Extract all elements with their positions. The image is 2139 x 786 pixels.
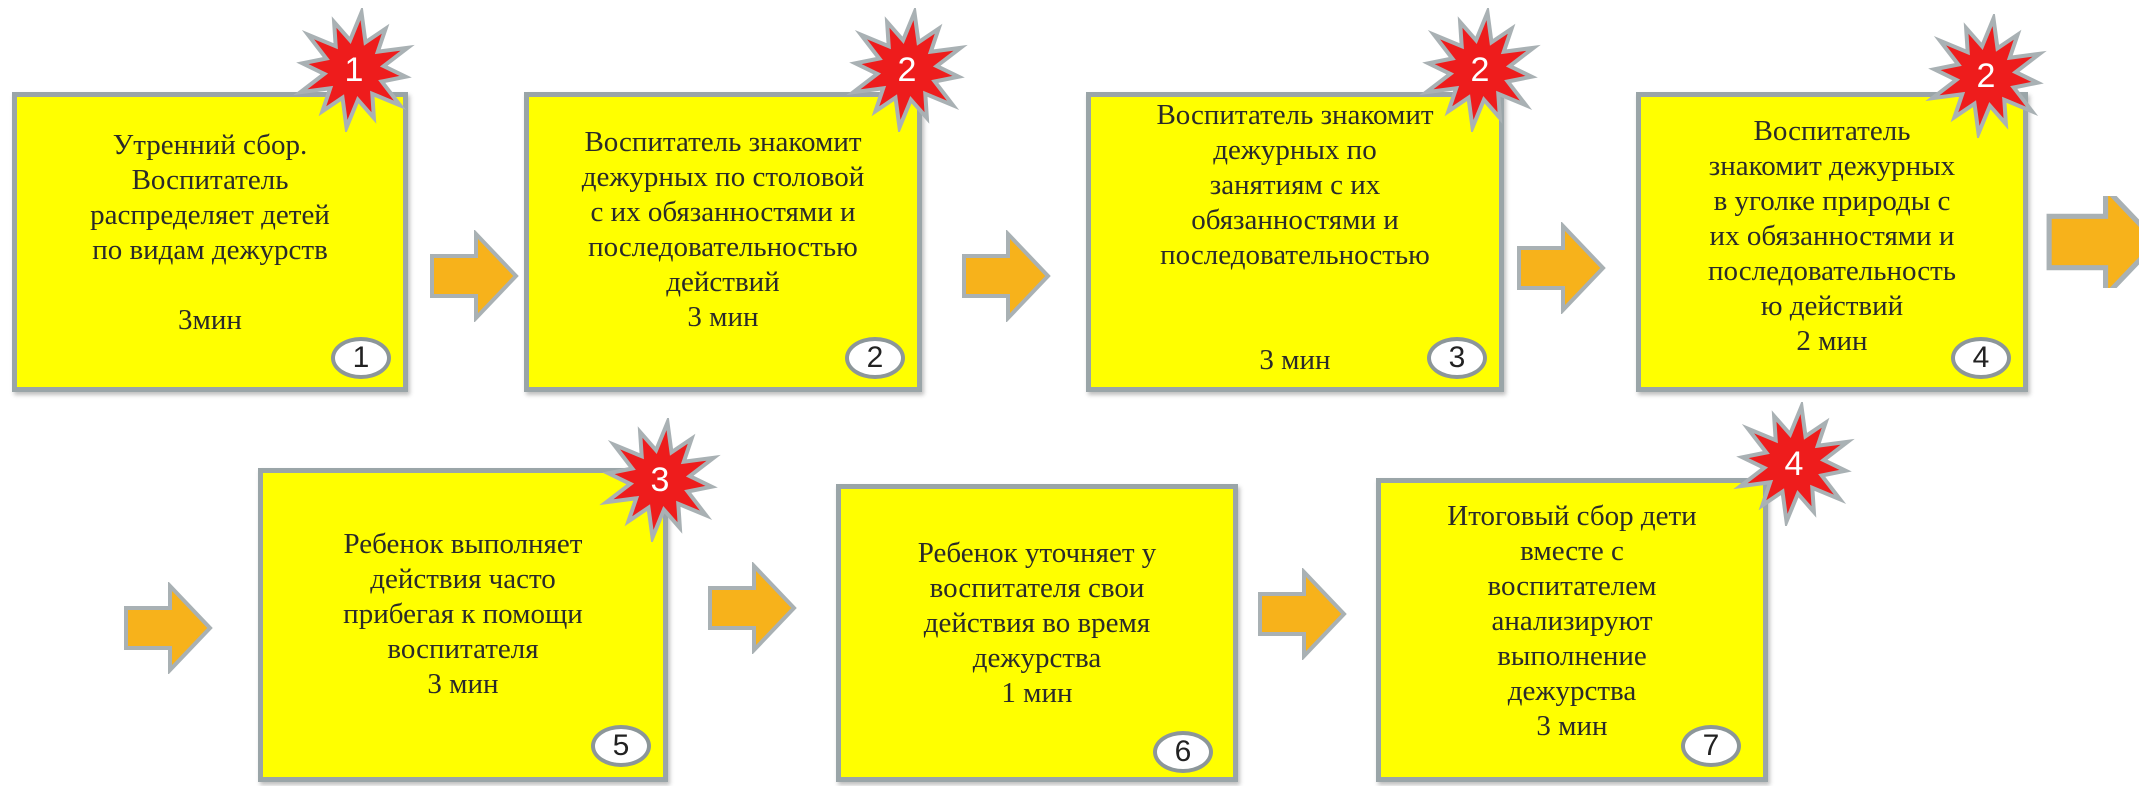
flow-arrow-5 (122, 582, 214, 674)
step-box-1: Утренний сбор. Воспитатель распределяет … (12, 92, 408, 392)
step-number-badge-7: 7 (1681, 725, 1741, 767)
step-number-badge-3: 3 (1427, 337, 1487, 379)
arrow-right-icon (962, 230, 1051, 322)
arrow-right-icon (124, 582, 213, 674)
step-number-badge-5: 5 (591, 725, 651, 767)
step-text-7: Итоговый сбор дети вместе с воспитателем… (1447, 499, 1697, 742)
flow-arrow-2 (960, 230, 1052, 322)
step-box-6: Ребенок уточняет у воспитателя свои дейс… (836, 484, 1238, 782)
arrow-right-icon (708, 562, 797, 654)
arrow-right-icon (1258, 568, 1347, 660)
priority-label-1: 1 (344, 50, 364, 89)
arrow-right-icon (2046, 196, 2139, 288)
step-text-4: Воспитатель знакомит дежурных в уголке п… (1707, 114, 1956, 357)
starburst-icon (1419, 8, 1541, 132)
step-box-2: Воспитатель знакомит дежурных по столово… (524, 92, 922, 392)
step-box-4: Воспитатель знакомит дежурных в уголке п… (1636, 92, 2028, 392)
starburst-icon (1733, 402, 1855, 526)
arrow-right-icon (1517, 222, 1606, 314)
arrow-right-icon (430, 230, 519, 322)
step-number-badge-4: 4 (1951, 337, 2011, 379)
starburst-icon (599, 418, 721, 542)
flow-arrow-4 (2044, 196, 2139, 288)
step-number-badge-6: 6 (1153, 731, 1213, 773)
priority-burst-1: 1 (292, 8, 416, 132)
starburst-icon (1925, 14, 2047, 138)
priority-burst-5: 3 (598, 418, 722, 542)
priority-burst-4: 2 (1924, 14, 2048, 138)
flow-arrow-7 (1256, 568, 1348, 660)
step-text-2: Воспитатель знакомит дежурных по столово… (581, 126, 865, 333)
starburst-icon (846, 8, 968, 132)
priority-label-5: 3 (650, 460, 670, 499)
priority-label-3: 2 (1470, 50, 1490, 89)
flow-arrow-6 (706, 562, 798, 654)
flow-arrow-1 (428, 230, 520, 322)
step-text-3: Воспитатель знакомит дежурных по занятия… (1156, 99, 1434, 376)
priority-label-7: 4 (1784, 444, 1804, 483)
step-text-1: Утренний сбор. Воспитатель распределяет … (90, 129, 330, 336)
priority-label-4: 2 (1976, 56, 1996, 95)
priority-burst-3: 2 (1418, 8, 1542, 132)
step-text-5: Ребенок выполняет действия часто прибега… (343, 527, 583, 700)
priority-label-2: 2 (897, 50, 917, 89)
starburst-icon (293, 8, 415, 132)
step-number-badge-1: 1 (331, 337, 391, 379)
step-text-6: Ребенок уточняет у воспитателя свои дейс… (917, 536, 1157, 709)
step-box-7: Итоговый сбор дети вместе с воспитателем… (1376, 478, 1768, 782)
step-box-3: Воспитатель знакомит дежурных по занятия… (1086, 92, 1504, 392)
step-number-badge-2: 2 (845, 337, 905, 379)
step-box-5: Ребенок выполняет действия часто прибега… (258, 468, 668, 782)
priority-burst-2: 2 (845, 8, 969, 132)
flow-arrow-3 (1515, 222, 1607, 314)
priority-burst-7: 4 (1732, 402, 1856, 526)
